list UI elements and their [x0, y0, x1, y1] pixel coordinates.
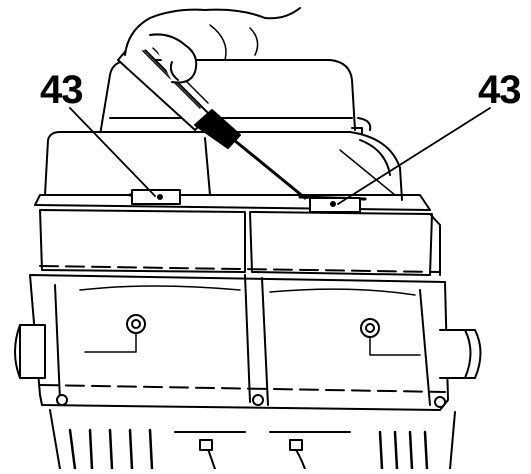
bottom-grille	[49, 409, 456, 471]
right-side-cylinder	[439, 329, 482, 379]
hand	[124, 7, 301, 84]
lower-body	[29, 274, 449, 411]
right-retaining-clip	[309, 197, 361, 213]
left-side-cylinder	[14, 324, 46, 379]
left-retaining-clip	[131, 189, 181, 205]
body-fasteners	[56, 394, 446, 408]
callout-label-right: 43	[478, 68, 521, 112]
right-leader-line	[337, 107, 491, 205]
left-leader-line	[69, 107, 156, 197]
callout-label-left: 43	[40, 68, 83, 112]
front-upper-panels	[39, 209, 441, 276]
callout-leaders	[69, 107, 491, 205]
left-boss	[84, 314, 146, 353]
right-boss	[360, 318, 421, 356]
